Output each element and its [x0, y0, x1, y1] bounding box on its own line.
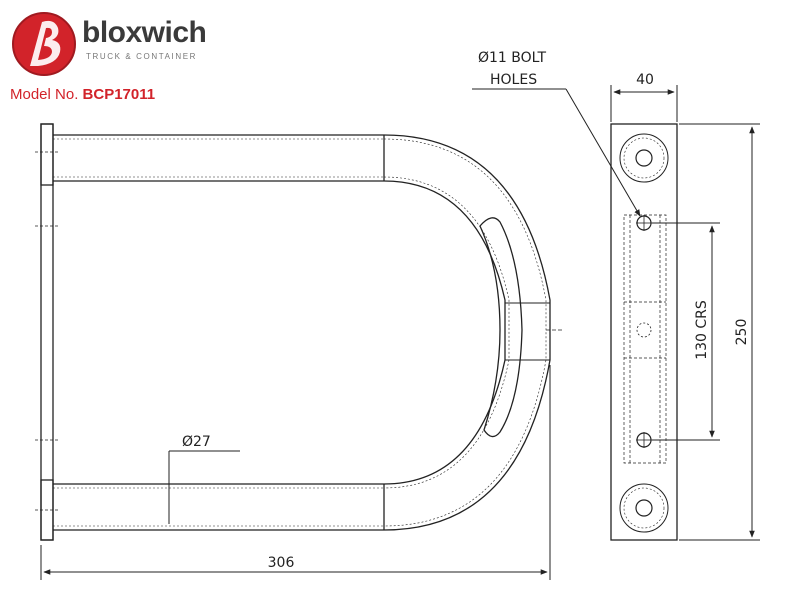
model-label: Model No. — [10, 86, 79, 103]
dim-tube-diameter: Ø27 — [182, 434, 211, 450]
dim-plate-height: 250 — [734, 319, 750, 346]
model-value: BCP17011 — [82, 86, 156, 103]
bolt-hole-leader — [472, 88, 641, 217]
outer-bend — [383, 134, 551, 531]
bend-slot — [479, 217, 523, 438]
bloxwich-logo — [8, 8, 238, 80]
dim-hole-centres: 130 CRS — [694, 300, 710, 360]
model-number: Model No. BCP17011 — [10, 86, 155, 103]
end-view — [610, 123, 678, 541]
bolt-hole-note-line1: Ø11 BOLT — [478, 50, 547, 66]
brand-name: bloxwich — [82, 16, 207, 49]
inner-bend — [383, 180, 506, 485]
logo-emblem-icon — [12, 12, 76, 76]
hole-centres-dimension — [652, 222, 720, 441]
side-view — [35, 123, 562, 541]
dim-overall-length: 306 — [268, 555, 295, 571]
overall-length-dimension — [40, 365, 551, 580]
dim-plate-width: 40 — [636, 72, 654, 88]
bolt-hole-note-line2: HOLES — [490, 72, 537, 88]
end-view-plate — [610, 123, 678, 541]
brand-tagline: TRUCK & CONTAINER — [86, 52, 198, 61]
plate-height-dimension — [679, 123, 760, 541]
plate-width-dimension — [610, 85, 678, 122]
tube-diameter-dimension — [168, 450, 240, 524]
side-view-base-plate — [40, 123, 54, 541]
